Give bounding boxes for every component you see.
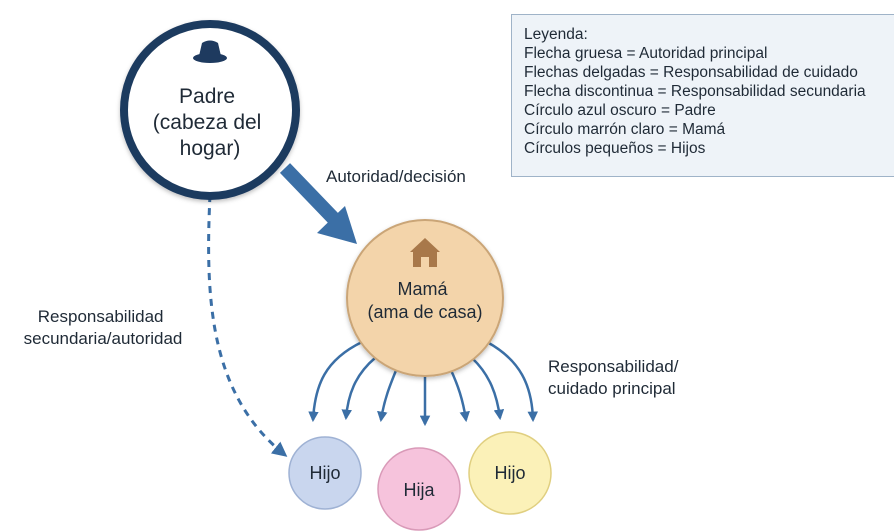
svg-text:Mamá (ama de casa): Mamá (ama de casa)	[367, 279, 482, 322]
secondary-label-line2: secundaria/autoridad	[24, 329, 183, 348]
padre-sublabel-2: hogar)	[180, 137, 241, 160]
legend-item: Círculos pequeños = Hijos	[524, 140, 706, 157]
mama-label: Mamá	[397, 279, 448, 299]
hijo-right-label: Hijo	[494, 463, 525, 483]
hija-node: Hija	[377, 447, 461, 531]
padre-sublabel: (cabeza del	[153, 111, 262, 134]
care-arrow	[377, 367, 399, 423]
care-arrow	[308, 340, 363, 423]
legend-item: Flecha discontinua = Responsabilidad sec…	[524, 83, 866, 100]
legend-item: Flechas delgadas = Responsabilidad de cu…	[524, 64, 858, 81]
mama-node: Mamá (ama de casa)	[346, 219, 504, 377]
hijo-left-label: Hijo	[309, 463, 340, 483]
legend-box: Leyenda: Flecha gruesa = Autoridad princ…	[511, 14, 894, 177]
care-arrow	[341, 357, 376, 421]
legend-item: Círculo azul oscuro = Padre	[524, 102, 716, 119]
legend-title: Leyenda:	[524, 26, 588, 43]
care-arrows	[308, 340, 539, 427]
care-arrow	[486, 340, 539, 423]
care-label-line1: Responsabilidad/	[548, 357, 679, 376]
authority-arrow	[279, 163, 357, 244]
mama-sublabel: (ama de casa)	[367, 302, 482, 322]
padre-node: Padre (cabeza del hogar)	[120, 20, 300, 200]
authority-label: Autoridad/decisión	[326, 167, 466, 186]
hijo-right-node: Hijo	[468, 431, 552, 515]
care-arrow	[471, 357, 505, 421]
hat-icon	[193, 40, 227, 63]
hija-label: Hija	[403, 480, 435, 500]
hijo-left-node: Hijo	[288, 436, 362, 510]
care-label-line2: cuidado principal	[548, 379, 676, 398]
svg-text:Responsabilidad secundaria: Responsabilidad secundaria/autoridad	[24, 307, 183, 348]
house-icon	[410, 238, 440, 267]
care-arrow	[448, 367, 470, 423]
legend-item: Flecha gruesa = Autoridad principal	[524, 45, 768, 62]
svg-text:Padre (cabeza del: Padre (cabeza del hogar)	[153, 85, 267, 160]
padre-label: Padre	[179, 85, 235, 108]
svg-text:Responsabilidad/ cuidado p: Responsabilidad/ cuidado principal	[548, 357, 683, 398]
secondary-label-line1: Responsabilidad	[38, 307, 164, 326]
secondary-responsibility-arrow	[207, 194, 288, 457]
legend-item: Círculo marrón claro = Mamá	[524, 121, 726, 138]
